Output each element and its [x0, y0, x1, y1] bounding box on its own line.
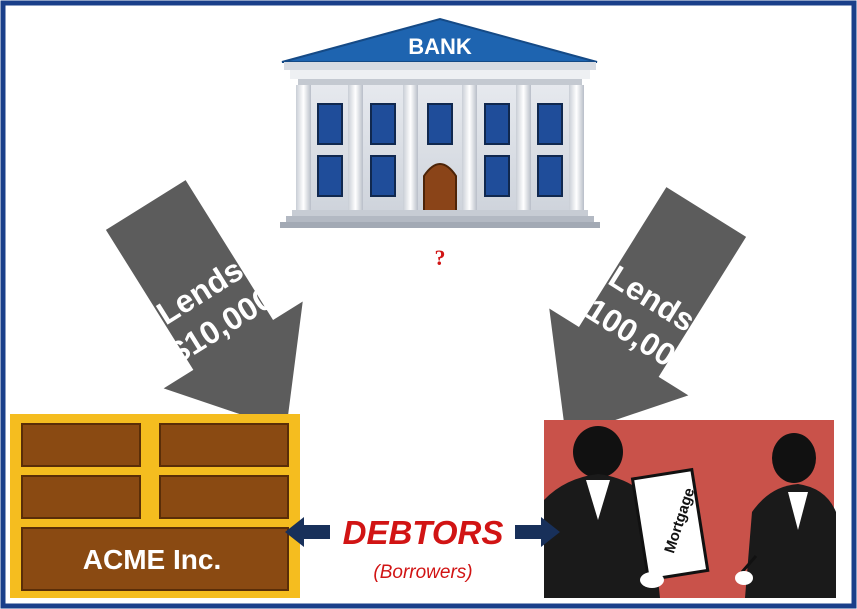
bank-window: [484, 103, 510, 145]
person-right-collar: [788, 492, 808, 530]
bank-column: [348, 85, 363, 210]
bank-cornice-bottom: [298, 79, 582, 85]
brick: [159, 475, 289, 519]
bank-label: BANK: [408, 34, 472, 59]
person-left-head: [573, 426, 623, 478]
bank-window: [317, 103, 343, 145]
bank-column: [403, 85, 418, 210]
bank-step: [280, 222, 600, 228]
right-arrow-shape: [549, 187, 747, 437]
bank-window: [317, 155, 343, 197]
bank-window: [537, 103, 563, 145]
mortgage-people-block: Mortgage: [544, 420, 836, 598]
bank-step: [286, 216, 594, 222]
bank-column: [516, 85, 531, 210]
bank-step: [292, 210, 588, 216]
hand-right: [735, 571, 753, 585]
person-right-head: [772, 433, 816, 483]
bank-door: [423, 163, 457, 215]
person-left-body: [544, 474, 660, 598]
left-arrow-shape: [105, 180, 303, 430]
bank-column: [296, 85, 311, 210]
bank-window: [427, 103, 453, 145]
debtors-right-arrow: [515, 517, 560, 547]
company-name: ACME Inc.: [83, 544, 221, 575]
document-sheet: [630, 467, 710, 582]
bank-window: [370, 155, 396, 197]
brick: [21, 527, 289, 591]
brick: [159, 423, 289, 467]
person-left-collar: [586, 480, 610, 520]
debtors-title: DEBTORS: [343, 514, 504, 551]
acme-company-block: ACME Inc.: [10, 414, 300, 598]
bank-window: [537, 155, 563, 197]
debtors-left-arrow: [285, 517, 330, 547]
bank-column: [462, 85, 477, 210]
bank-window: [484, 155, 510, 197]
bank-cornice: [290, 70, 590, 79]
bank-cornice-top: [284, 62, 596, 70]
brick: [21, 423, 141, 467]
hand-left: [640, 572, 664, 588]
bank-window: [370, 103, 396, 145]
person-right-body: [745, 484, 836, 598]
left-lend-arrow: Lends $10,000: [105, 180, 303, 430]
right-lend-arrow: Lends $100,000: [549, 187, 747, 437]
brick: [21, 475, 141, 519]
question-mark: ?: [435, 245, 446, 270]
bank-building: BANK: [280, 17, 600, 228]
debtors-subtitle: (Borrowers): [373, 562, 472, 583]
mortgage-document: [630, 467, 710, 582]
debtors-center: DEBTORS (Borrowers): [285, 514, 560, 583]
pen-icon: [740, 555, 758, 573]
bank-column: [569, 85, 584, 210]
